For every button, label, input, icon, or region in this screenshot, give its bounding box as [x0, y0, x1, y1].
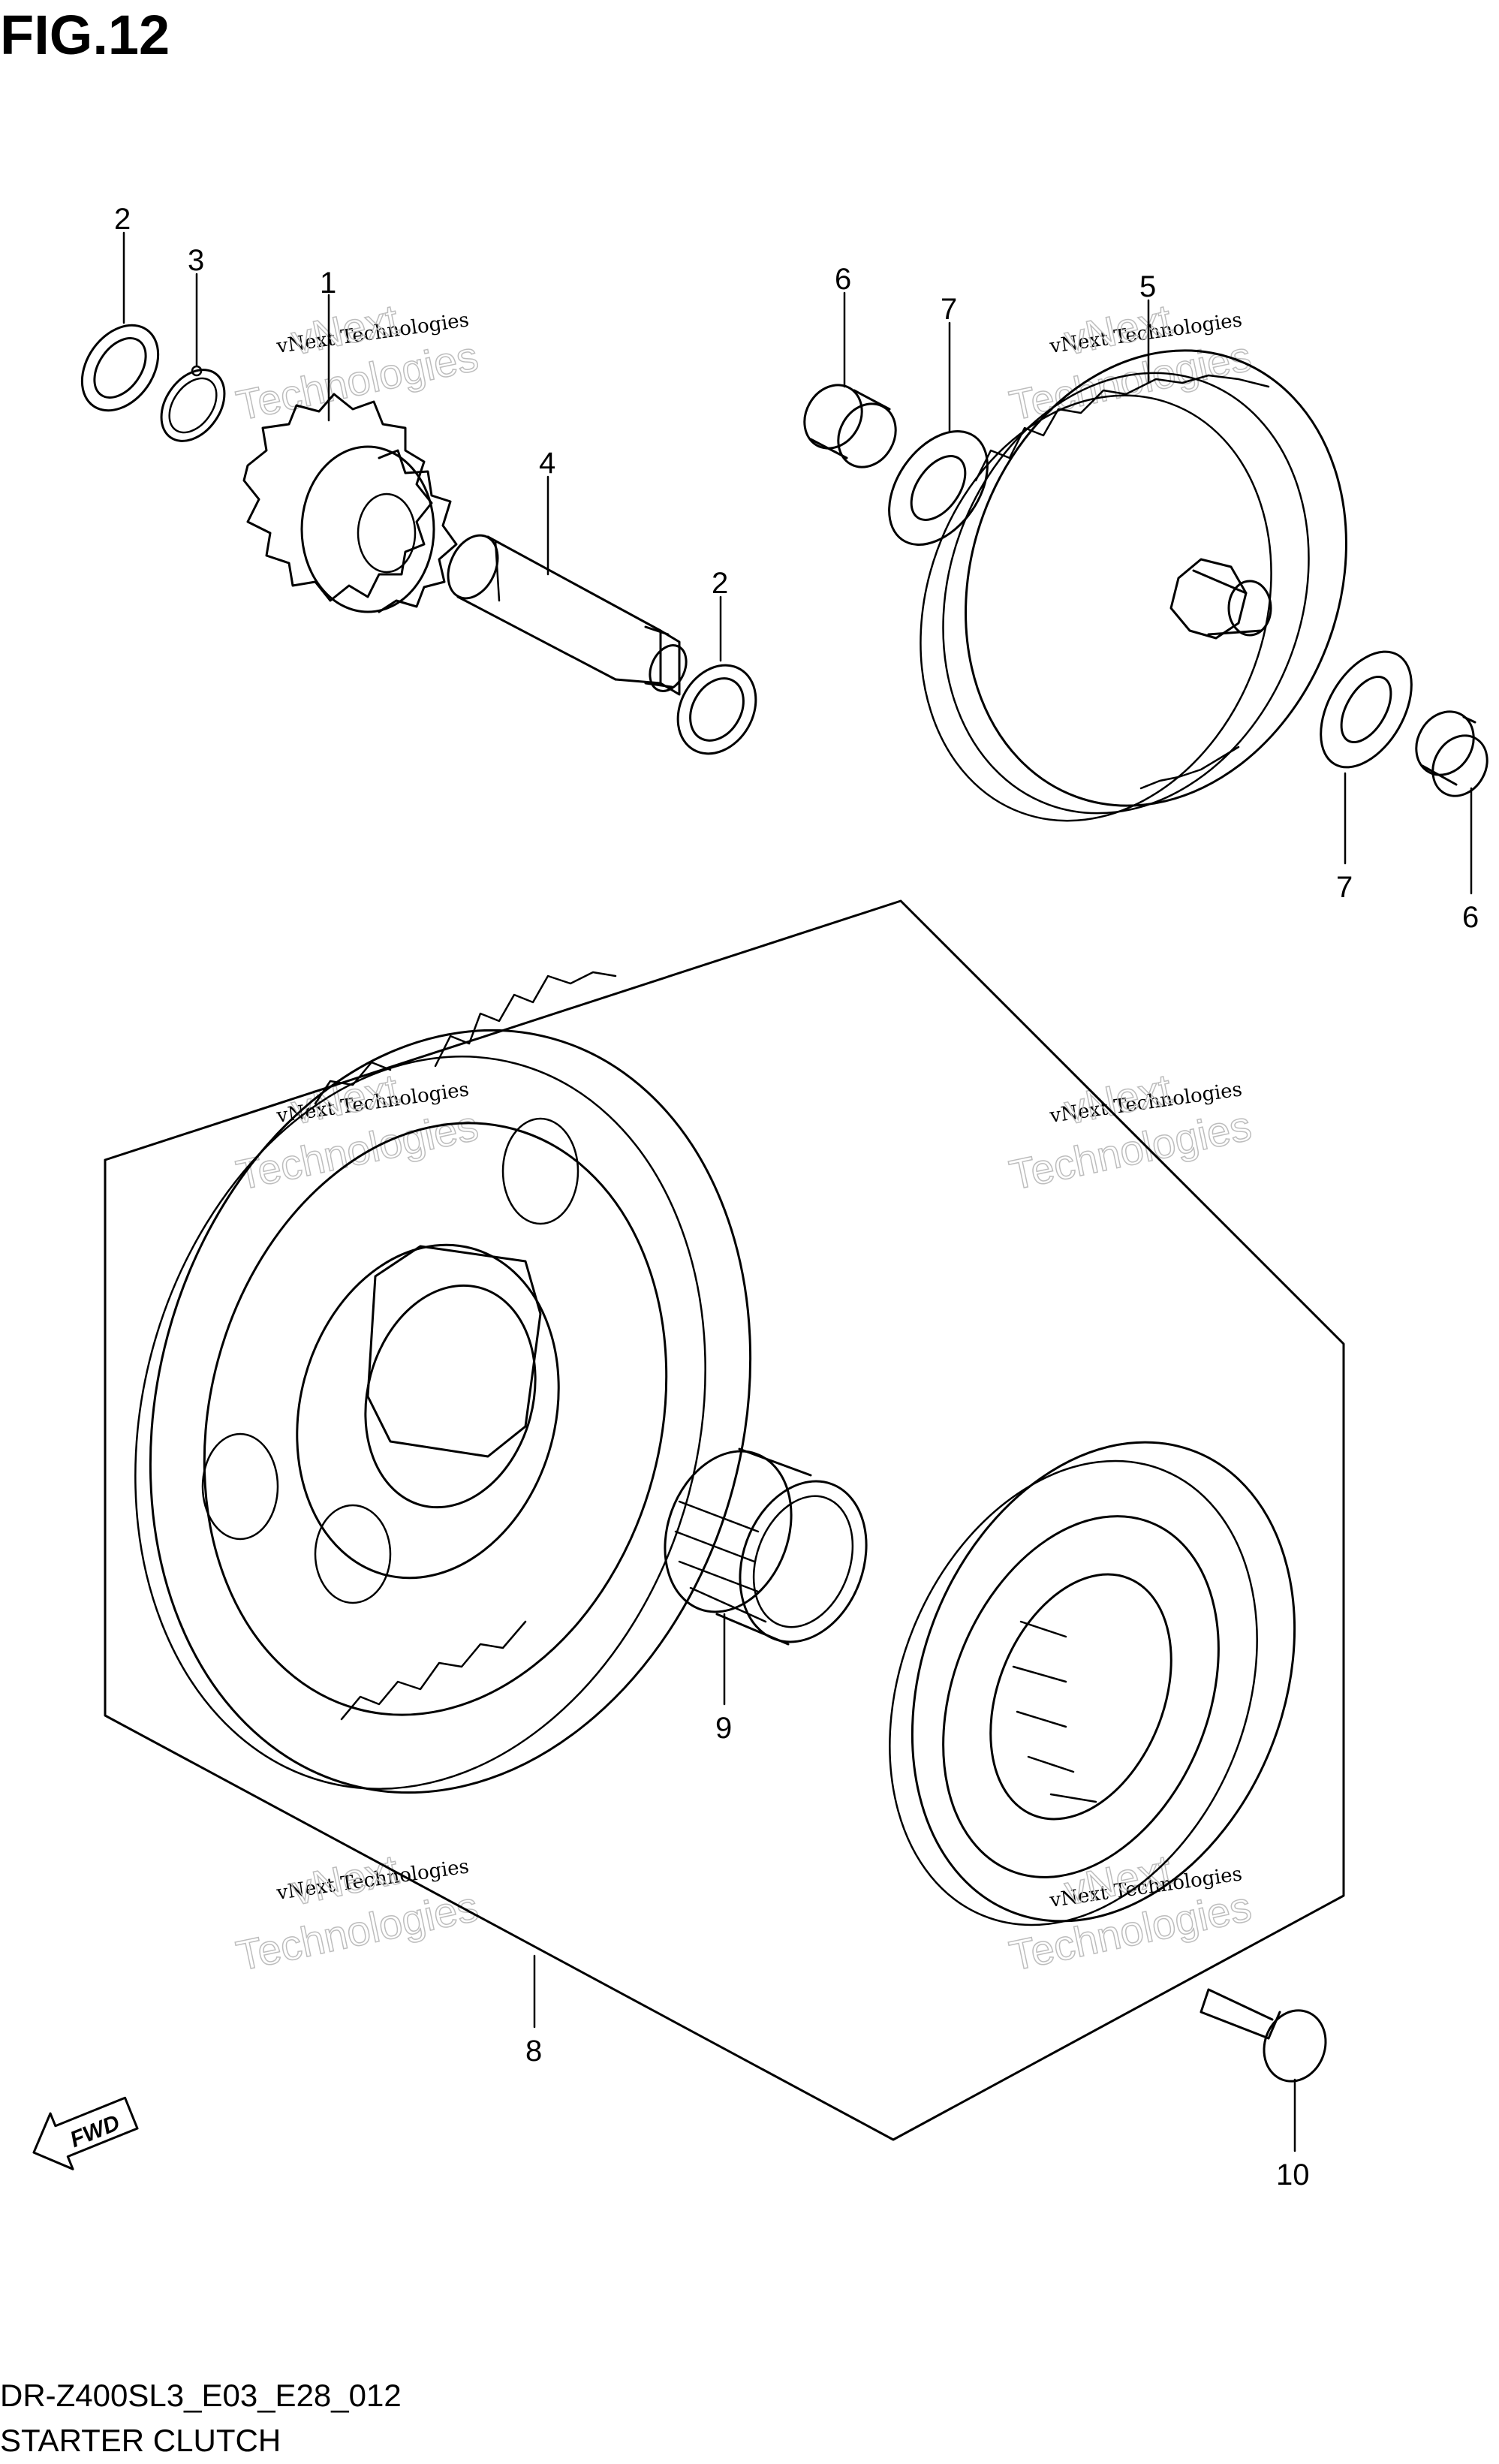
callout-label: 2	[114, 203, 131, 236]
figure-name: STARTER CLUTCH	[0, 2423, 281, 2458]
part-bolt	[1200, 1988, 1327, 2083]
callout-label: 7	[941, 293, 957, 326]
callout-label: 10	[1276, 2158, 1310, 2191]
part-washer	[676, 664, 757, 755]
part-starter-clutch-gear	[134, 971, 752, 1794]
watermark-group: vNext Technologies vNext Technologies vN…	[232, 294, 1256, 1980]
callout-label: 6	[835, 263, 851, 296]
callout-label: 9	[715, 1712, 732, 1745]
part-washer	[888, 430, 989, 546]
callout-label: 4	[539, 447, 555, 480]
part-bushing	[1415, 710, 1488, 797]
callout-labels: 2 3 1 4 2 6 7 5 7 6 9 8 10	[114, 203, 1479, 2191]
leader-lines	[122, 231, 1473, 2152]
part-bushing	[803, 384, 897, 468]
fwd-arrow-icon: FWD	[32, 2096, 139, 2170]
callout-label: 2	[712, 567, 728, 600]
callout-label: 6	[1462, 901, 1479, 934]
callout-label: 7	[1336, 871, 1353, 904]
callout-label: 8	[525, 2035, 542, 2068]
part-washer	[80, 324, 160, 412]
callout-label: 1	[320, 267, 336, 300]
callout-label: 3	[188, 244, 204, 277]
watermark-large: vNext Technologies	[1005, 1845, 1256, 1980]
callout-label: 5	[1139, 270, 1156, 303]
part-shaft	[447, 534, 688, 696]
part-idle-gear	[242, 393, 458, 613]
figure-code: DR-Z400SL3_E03_E28_012	[0, 2378, 402, 2413]
part-driven-gear	[920, 349, 1347, 822]
figure-title: FIG.12	[0, 4, 170, 66]
watermark-large: vNext Technologies	[232, 1845, 483, 1980]
part-needle-bearing	[664, 1447, 868, 1646]
part-washer	[1320, 650, 1413, 769]
part-one-way-clutch	[889, 1441, 1296, 1926]
assembly-box	[104, 899, 1345, 2141]
part-circlip	[160, 365, 226, 442]
